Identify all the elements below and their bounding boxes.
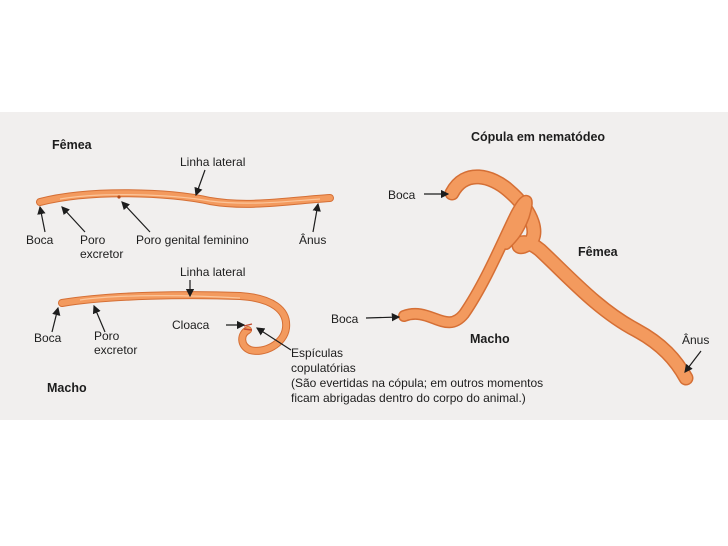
- male-pore-label-2: excretor: [94, 343, 138, 357]
- male-spicules-label-1: Espículas: [291, 346, 344, 360]
- female-genital-pore-label: Poro genital feminino: [136, 233, 249, 247]
- copulation-title: Cópula em nematódeo: [471, 130, 606, 144]
- female-mouth-label: Boca: [26, 233, 54, 247]
- female-pore-label-1: Poro: [80, 233, 106, 247]
- copulation-anus-label: Ânus: [682, 333, 710, 347]
- copulating-male-worm: [398, 194, 533, 329]
- copulation-male-mouth-label: Boca: [331, 312, 359, 326]
- copulation-male-label: Macho: [470, 332, 510, 346]
- pointer-arrows: [37, 169, 702, 373]
- female-pore-label-2: excretor: [80, 247, 124, 261]
- copulation-female-label: Fêmea: [578, 245, 618, 259]
- figure-background: [0, 112, 728, 420]
- male-cloaca-label: Cloaca: [172, 318, 210, 332]
- male-spicules-note-1: (São evertidas na cópula; em outros mome…: [291, 376, 544, 390]
- male-lateral-line-label: Linha lateral: [180, 265, 246, 279]
- genital-pore-mark: [117, 195, 121, 199]
- male-title: Macho: [47, 381, 87, 395]
- spicules-mark: [243, 323, 253, 331]
- male-worm: [58, 291, 291, 355]
- female-lateral-line-label: Linha lateral: [180, 155, 246, 169]
- male-spicules-note-2: ficam abrigadas dentro do corpo do anima…: [291, 391, 526, 405]
- female-worm: [36, 189, 334, 208]
- male-pore-label-1: Poro: [94, 329, 120, 343]
- female-title: Fêmea: [52, 138, 92, 152]
- copulating-female-worm: [444, 169, 694, 386]
- copulation-female-mouth-label: Boca: [388, 188, 416, 202]
- female-anus-label: Ânus: [299, 233, 327, 247]
- male-spicules-label-2: copulatórias: [291, 361, 356, 375]
- male-mouth-label: Boca: [34, 331, 62, 345]
